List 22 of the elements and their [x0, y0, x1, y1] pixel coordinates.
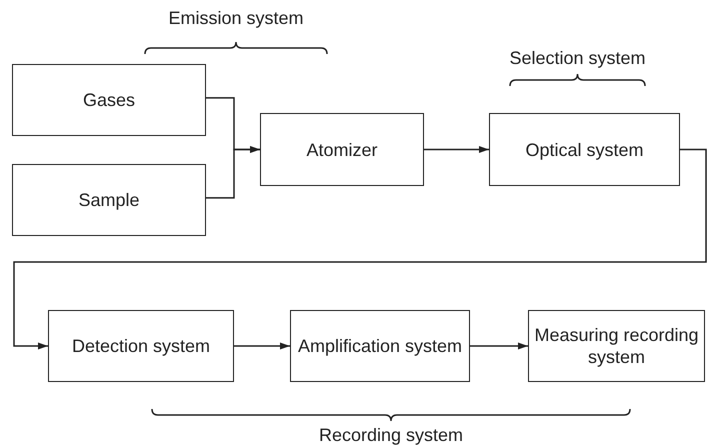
process-box — [528, 310, 705, 382]
arrow — [424, 146, 489, 153]
arrow — [234, 342, 290, 350]
box-label: Detection system — [72, 335, 210, 357]
box-label: Atomizer — [306, 138, 378, 160]
box-label: Measuring recording system — [533, 324, 700, 368]
arrow — [206, 146, 260, 199]
group-label: Emission system — [168, 8, 304, 29]
box-label: Optical system — [525, 138, 644, 160]
arrow — [13, 148, 707, 350]
box-label: Gases — [82, 89, 136, 111]
arrow — [470, 342, 528, 350]
group-label: Recording system — [318, 425, 464, 446]
group-label: Selection system — [509, 48, 646, 69]
box-label: Amplification system — [298, 335, 462, 357]
box-label: Sample — [78, 189, 140, 211]
process-box — [489, 113, 680, 186]
process-box — [290, 310, 470, 382]
process-box — [12, 164, 206, 236]
process-box — [48, 310, 234, 382]
process-box — [12, 64, 206, 136]
process-box — [260, 113, 424, 186]
